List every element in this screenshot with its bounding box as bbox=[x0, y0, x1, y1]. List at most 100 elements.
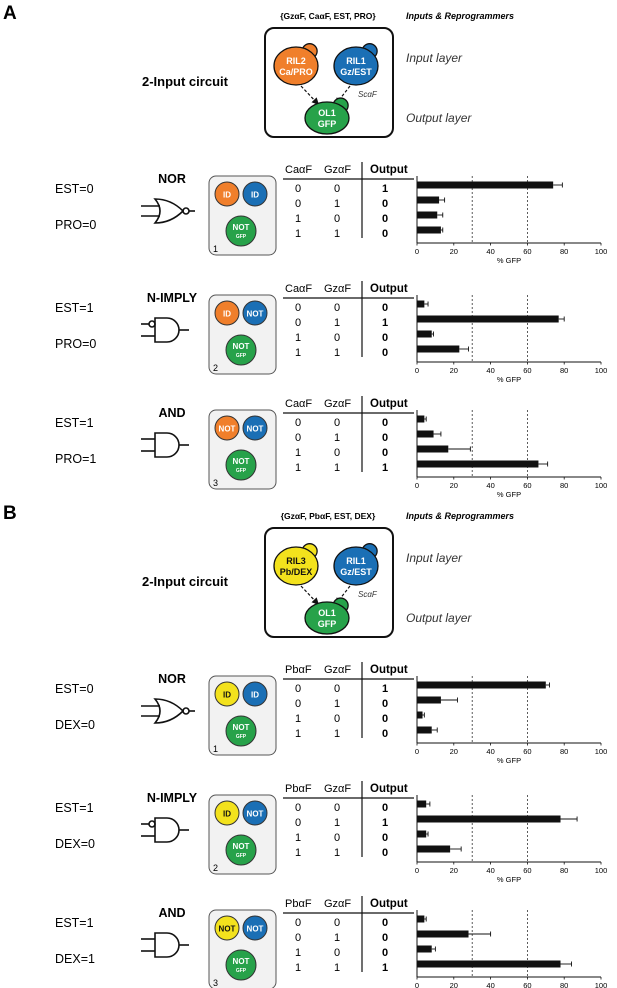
signal-arrow-right bbox=[335, 85, 351, 106]
inversion-bubble bbox=[148, 820, 156, 828]
cell-input-1: 1 bbox=[295, 213, 301, 225]
cell-input-1: 1 bbox=[295, 728, 301, 740]
config-cell-label: NOT bbox=[233, 457, 250, 466]
config-cell-body bbox=[242, 681, 268, 707]
x-tick-label: 20 bbox=[450, 747, 458, 756]
x-tick-label: 100 bbox=[595, 866, 608, 875]
cell-name: RIL2 bbox=[286, 56, 306, 66]
cell-input-2: 0 bbox=[334, 713, 340, 725]
cell-input-2: 1 bbox=[334, 698, 340, 710]
x-tick-label: 0 bbox=[415, 747, 419, 756]
cell-body bbox=[333, 546, 379, 586]
cell-output: 1 bbox=[382, 817, 388, 829]
x-tick-label: 0 bbox=[415, 481, 419, 490]
table-header-output: Output bbox=[370, 283, 408, 295]
config-cell-body bbox=[225, 334, 257, 366]
cell-body bbox=[273, 546, 319, 586]
x-tick-label: 60 bbox=[523, 247, 531, 256]
cell-input-2: 0 bbox=[334, 332, 340, 344]
x-tick-label: 60 bbox=[523, 481, 531, 490]
table-header-output: Output bbox=[370, 783, 408, 795]
x-tick-label: 100 bbox=[595, 747, 608, 756]
cell-input-1: 0 bbox=[295, 932, 301, 944]
config-cell-label: NOT bbox=[233, 342, 250, 351]
table-header-input-2: GzαF bbox=[324, 283, 351, 295]
cell-input-1: 0 bbox=[295, 698, 301, 710]
cell-body bbox=[304, 101, 350, 135]
cell-body bbox=[273, 46, 319, 86]
config-cell-body bbox=[214, 181, 240, 207]
cell-output: 0 bbox=[382, 728, 388, 740]
bar bbox=[417, 315, 559, 323]
input-state-1: EST=1 bbox=[55, 301, 94, 315]
x-axis-label: % GFP bbox=[497, 875, 521, 884]
x-tick-label: 0 bbox=[415, 247, 419, 256]
signal-arrow-right bbox=[335, 585, 351, 606]
bar bbox=[417, 430, 434, 438]
cell-input-1: 0 bbox=[295, 302, 301, 314]
bar bbox=[417, 345, 460, 353]
config-cell-sublabel: GFP bbox=[236, 234, 247, 240]
cell-name: OL1 bbox=[318, 608, 336, 618]
config-cell-label: NOT bbox=[233, 223, 250, 232]
table-header-input-2: GzαF bbox=[324, 898, 351, 910]
config-cell-body bbox=[242, 415, 268, 441]
cell-input-1: 0 bbox=[295, 817, 301, 829]
x-tick-label: 80 bbox=[560, 366, 568, 375]
x-tick-label: 20 bbox=[450, 366, 458, 375]
config-cell-left: NOT bbox=[214, 415, 240, 441]
cell-output: 0 bbox=[382, 917, 388, 929]
cell-input-2: 1 bbox=[334, 817, 340, 829]
cell-output: 0 bbox=[382, 713, 388, 725]
nor-gate-symbol bbox=[141, 198, 195, 224]
cell-input-1: 0 bbox=[295, 802, 301, 814]
table-header-input-2: GzαF bbox=[324, 398, 351, 410]
cell-subtitle: Pb/DEX bbox=[280, 567, 313, 577]
cell-body bbox=[333, 46, 379, 86]
cell-output: 0 bbox=[382, 417, 388, 429]
config-cell-label: NOT bbox=[219, 925, 236, 934]
cell-subtitle: Gz/EST bbox=[340, 567, 372, 577]
input-state-2: DEX=0 bbox=[55, 718, 95, 732]
and-body bbox=[154, 932, 180, 958]
gate-name: N-IMPLY bbox=[147, 791, 198, 805]
x-tick-label: 80 bbox=[560, 981, 568, 988]
bar bbox=[417, 815, 561, 823]
table-header-input-1: PbαF bbox=[285, 898, 312, 910]
cell-output: 0 bbox=[382, 847, 388, 859]
x-axis-label: % GFP bbox=[497, 756, 521, 765]
config-cell-sublabel: GFP bbox=[236, 853, 247, 859]
cell-input-1: 0 bbox=[295, 317, 301, 329]
config-cell-right: NOT bbox=[242, 415, 268, 441]
table-header-input-1: PbαF bbox=[285, 664, 312, 676]
cell-input-2: 1 bbox=[334, 432, 340, 444]
cell-subtitle: Gz/EST bbox=[340, 67, 372, 77]
x-tick-label: 20 bbox=[450, 981, 458, 988]
config-number: 3 bbox=[213, 478, 218, 488]
config-cell-sublabel: GFP bbox=[236, 468, 247, 474]
cell-input-1: 0 bbox=[295, 683, 301, 695]
cell-input-1: 1 bbox=[295, 847, 301, 859]
cell-input-2: 0 bbox=[334, 832, 340, 844]
x-tick-label: 40 bbox=[486, 366, 494, 375]
gate-name: NOR bbox=[158, 172, 186, 186]
cell-name: RIL1 bbox=[346, 556, 366, 566]
table-header-input-2: GzαF bbox=[324, 783, 351, 795]
config-cell-right: ID bbox=[242, 681, 268, 707]
cell-subtitle: GFP bbox=[318, 119, 337, 129]
config-cell-label: NOT bbox=[247, 925, 264, 934]
